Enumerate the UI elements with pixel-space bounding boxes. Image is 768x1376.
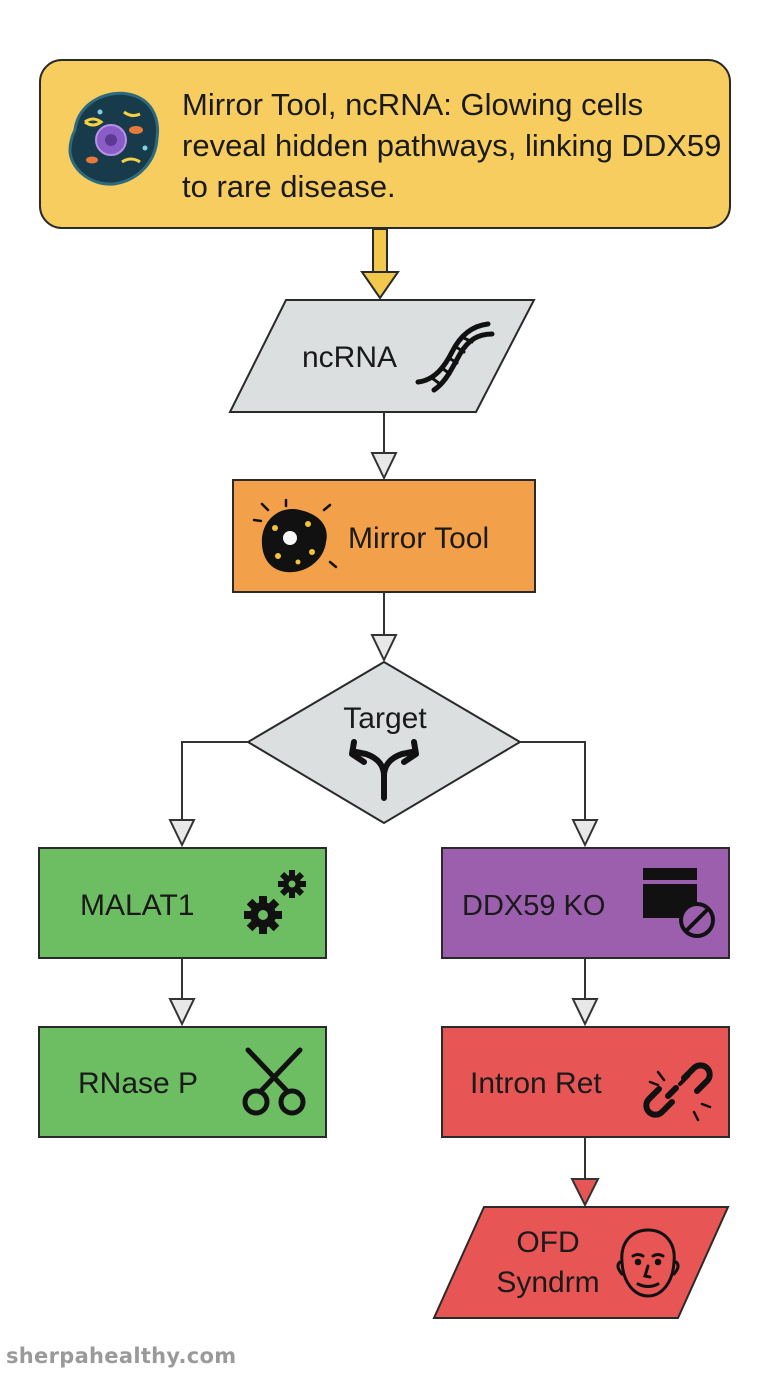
dna-icon [415,321,495,393]
scissors-icon [242,1047,306,1116]
ncrna-node [228,299,536,413]
ofd-label-line1: OFD [516,1226,579,1259]
arrow-header-to-ncrna [360,228,400,300]
arrow-ncrna-to-mirror [370,412,398,481]
arrow-malat1-to-rnasep [168,958,196,1027]
arrow-target-to-malat1 [168,741,248,848]
ofd-syndrome-node [432,1206,730,1319]
face-icon [616,1228,680,1298]
glowing-cell-icon [252,498,338,573]
target-node [246,660,522,825]
split-arrow-icon [349,739,419,801]
broken-link-icon [643,1062,713,1122]
malat1-label: MALAT1 [80,889,194,922]
mirror-tool-label: Mirror Tool [348,522,489,555]
blocked-window-icon [643,868,715,938]
intron-ret-label: Intron Ret [470,1067,602,1100]
malat1-node [38,847,327,959]
arrow-ddx59-to-intron [571,958,599,1027]
arrow-target-to-ddx59 [520,741,599,848]
header-text: Mirror Tool, ncRNA: Glowing cells reveal… [182,87,722,204]
target-label: Target [343,702,427,735]
ofd-label-line2: Syndrm [496,1266,599,1299]
arrow-intron-to-ofd [570,1137,600,1208]
cell-icon [68,91,160,186]
rnase-p-label: RNase P [78,1067,198,1100]
ddx59-ko-label: DDX59 KO [462,890,605,922]
footer-watermark: sherpahealthy.com [6,1344,237,1368]
gears-icon [244,870,306,934]
ncrna-label: ncRNA [302,341,397,374]
arrow-mirror-to-target [370,592,398,663]
